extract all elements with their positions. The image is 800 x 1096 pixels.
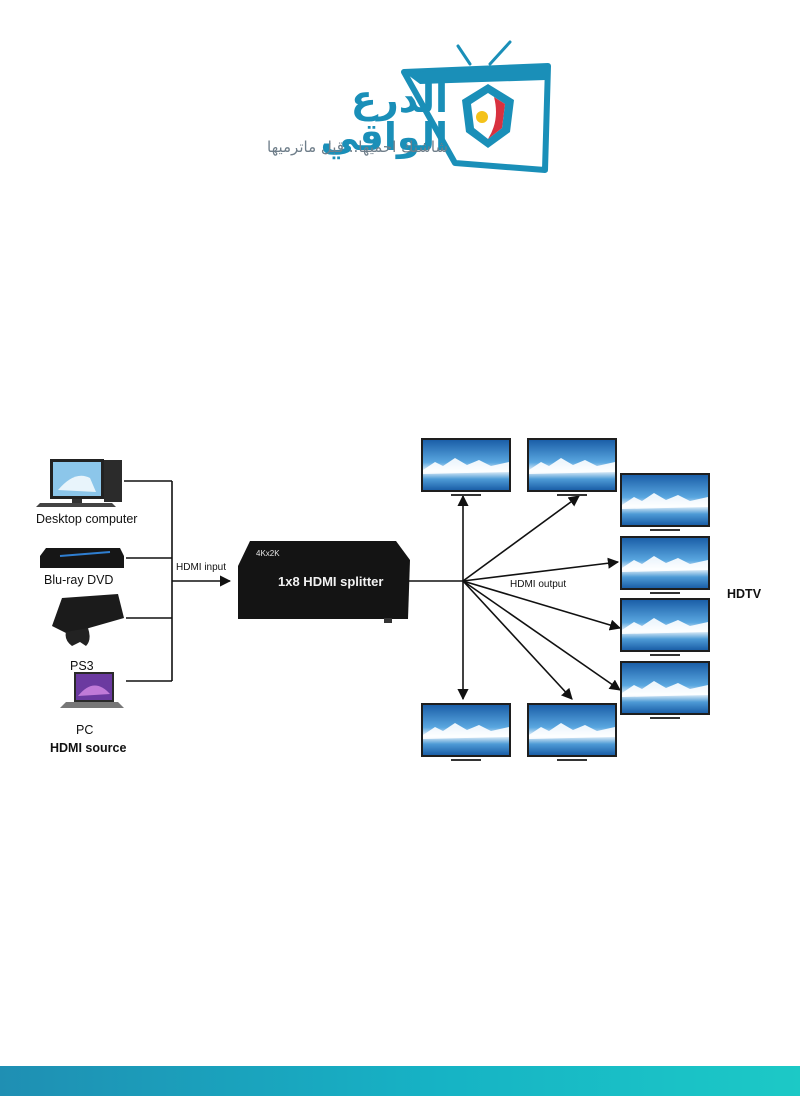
source-label-bluray: Blu-ray DVD [44, 573, 113, 587]
hdtv-display-3 [619, 472, 711, 531]
hdmi-input-label: HDMI input [176, 562, 226, 573]
footer-bar [0, 1066, 800, 1096]
brand-logo [401, 40, 551, 173]
source-connectors [124, 480, 232, 682]
hdtv-group-label: HDTV [727, 587, 762, 601]
bluray-player-icon [40, 548, 124, 568]
splitter-label: 1x8 HDMI splitter [278, 574, 383, 589]
brand-name: الدرع الواقي [320, 77, 448, 159]
hdtv-display-5 [619, 597, 711, 656]
hdtv-display-4 [619, 535, 711, 594]
brand-tagline: شاشتك احميها.. قبل ماترميها [267, 138, 448, 156]
output-connectors [408, 494, 622, 701]
hdmi-splitter-box [238, 541, 410, 623]
hdtv-display-6 [619, 660, 711, 719]
hdtv-display-1 [420, 437, 512, 496]
tv-frame-icon [401, 40, 551, 173]
source-group-label: HDMI source [50, 741, 126, 755]
source-label-pc: PC [76, 723, 93, 737]
source-label-desktop: Desktop computer [36, 512, 137, 526]
hdtv-display-7 [420, 702, 512, 761]
ps3-console-icon [52, 594, 124, 646]
source-label-ps3: PS3 [70, 659, 94, 673]
desktop-computer-icon [36, 459, 122, 507]
shield-icon [462, 84, 514, 148]
hdtv-display-2 [526, 437, 618, 496]
laptop-icon [60, 672, 124, 708]
hdtv-display-8 [526, 702, 618, 761]
splitter-badge: 4Kx2K [256, 549, 280, 558]
hdmi-output-label: HDMI output [510, 579, 566, 590]
